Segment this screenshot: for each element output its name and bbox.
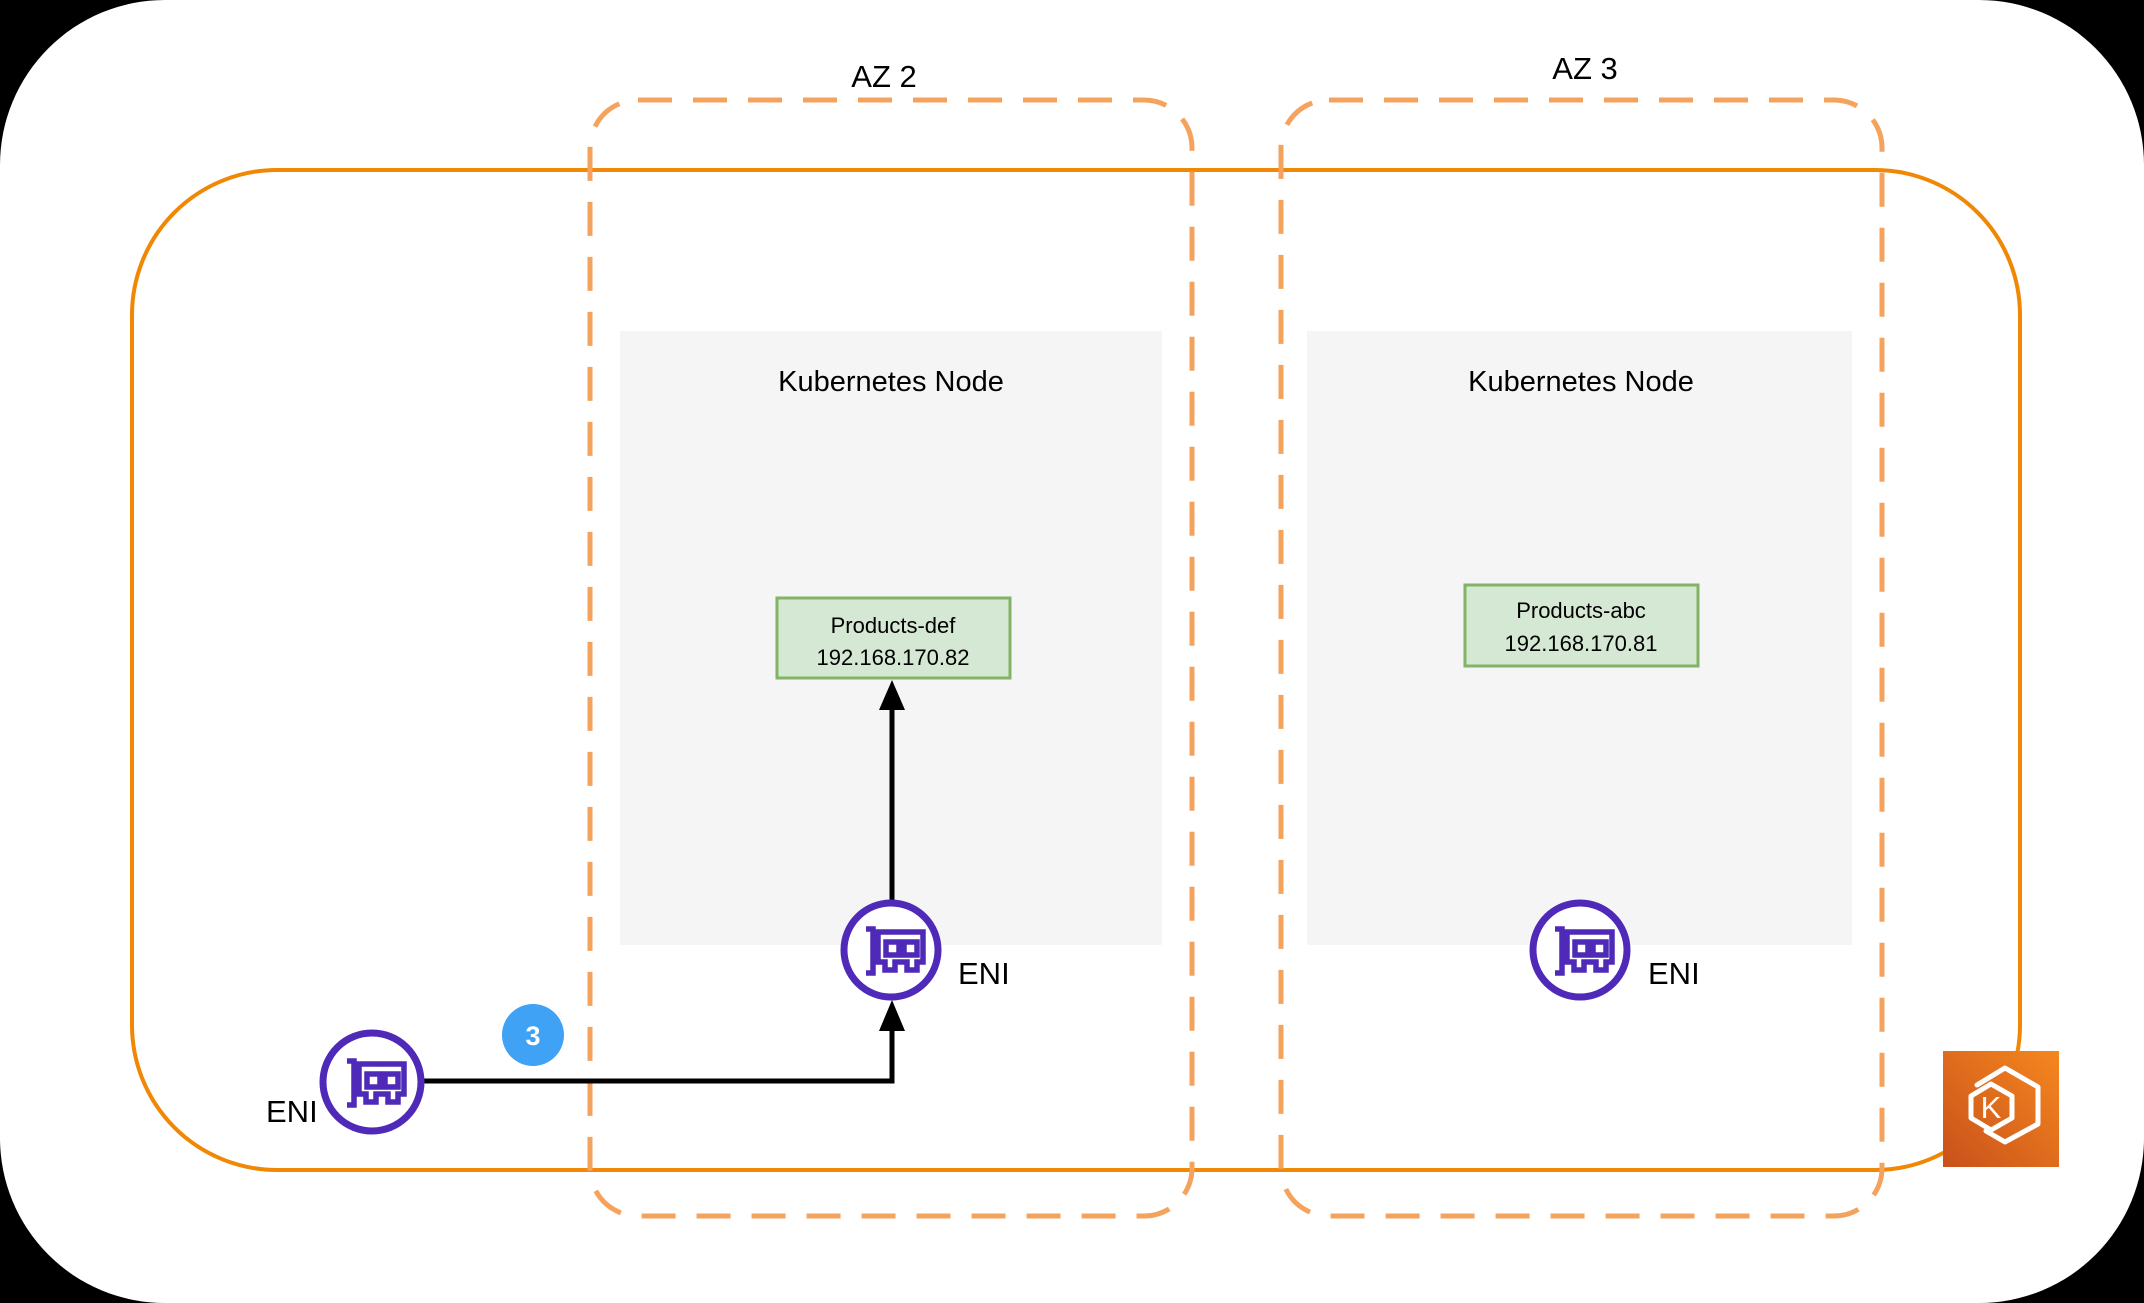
az2-boundary <box>587 97 1195 1219</box>
vpc-boundary <box>130 168 2022 1172</box>
eni-icon-az2: ENI <box>840 899 1010 1001</box>
step-badge-circle <box>502 1004 564 1066</box>
pod-name: Products-abc <box>1516 598 1646 623</box>
eks-icon: K <box>1943 1051 2059 1167</box>
eni-label: ENI <box>266 1094 318 1129</box>
az3-label: AZ 3 <box>1552 51 1617 86</box>
arrow-line <box>422 1026 895 1084</box>
arrowhead <box>879 1000 905 1031</box>
pod-box-products-abc: Products-abc 192.168.170.81 <box>1463 583 1700 668</box>
eks-letter: K <box>1981 1090 2002 1125</box>
kubernetes-node-title-az3: Kubernetes Node <box>1468 366 1694 398</box>
traffic-arrow-external-to-eni <box>422 1000 905 1084</box>
eni-icon-external: ENI <box>266 1029 425 1135</box>
arrowhead <box>879 680 905 710</box>
pod-ip: 192.168.170.81 <box>1505 631 1658 656</box>
kubernetes-node-title-az2: Kubernetes Node <box>778 366 1004 398</box>
az2-label: AZ 2 <box>851 59 916 94</box>
eni-label: ENI <box>1648 956 1700 991</box>
traffic-arrow-eni-to-pod <box>879 680 905 901</box>
eks-hexagon-outer <box>1974 1065 2041 1145</box>
step-badge: 3 <box>502 1004 564 1066</box>
pod-rect <box>775 596 1012 680</box>
eni-icon-az3: ENI <box>1529 899 1700 1001</box>
eni-label: ENI <box>958 956 1010 991</box>
step-badge-value: 3 <box>525 1021 540 1051</box>
pod-rect <box>1463 583 1700 668</box>
pod-box-products-def: Products-def 192.168.170.82 <box>775 596 1012 680</box>
pod-name: Products-def <box>831 613 957 638</box>
pod-ip: 192.168.170.82 <box>817 645 970 670</box>
eks-hexagon-inner <box>1968 1081 2015 1133</box>
az3-boundary <box>1278 97 1885 1219</box>
